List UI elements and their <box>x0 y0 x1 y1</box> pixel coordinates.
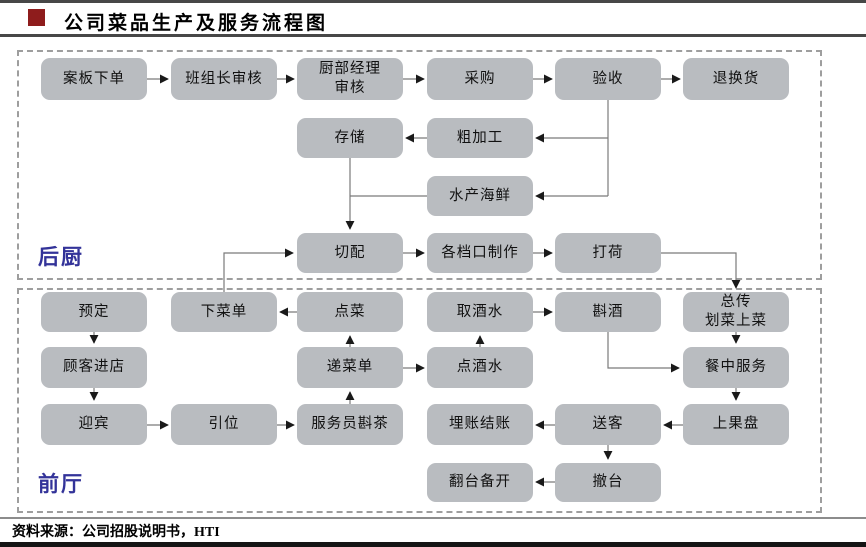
node-yuding: 预定 <box>41 292 147 332</box>
node-yingbin: 迎宾 <box>41 404 147 445</box>
node-qu-jiushui: 取酒水 <box>427 292 533 332</box>
node-caigou: 采购 <box>427 58 533 100</box>
node-di-caidan: 递菜单 <box>297 347 403 388</box>
footer-rule <box>0 517 866 519</box>
node-yinwei: 引位 <box>171 404 277 445</box>
node-cunchu: 存储 <box>297 118 403 158</box>
node-qiepei: 切配 <box>297 233 403 273</box>
node-dian-jiushui: 点酒水 <box>427 347 533 388</box>
node-zongchuan-huacai-shangcai: 总传 划菜上菜 <box>683 292 789 332</box>
back-kitchen-label: 后厨 <box>38 245 84 269</box>
front-hall-label: 前厅 <box>38 472 84 496</box>
node-chubu-jingli-shenhe: 厨部经理 审核 <box>297 58 403 100</box>
node-dahe: 打荷 <box>555 233 661 273</box>
node-tuihuanhuo: 退换货 <box>683 58 789 100</box>
node-gedangkou-zhizuo: 各档口制作 <box>427 233 533 273</box>
node-shuichan-haixian: 水产海鲜 <box>427 176 533 216</box>
node-fantai-beikai: 翻台备开 <box>427 463 533 502</box>
figure-title: 公司菜品生产及服务流程图 <box>64 13 329 34</box>
title-underline-rule <box>0 34 866 37</box>
node-yanshou: 验收 <box>555 58 661 100</box>
node-fuwuyuan-zhencha: 服务员斟茶 <box>297 404 403 445</box>
node-canzhong-fuwu: 餐中服务 <box>683 347 789 388</box>
node-xia-caidan: 下菜单 <box>171 292 277 332</box>
node-guke-jindian: 顾客进店 <box>41 347 147 388</box>
node-diancai: 点菜 <box>297 292 403 332</box>
node-banzuzhang-shenhe: 班组长审核 <box>171 58 277 100</box>
node-cujiagong: 粗加工 <box>427 118 533 158</box>
node-songke: 送客 <box>555 404 661 445</box>
node-shang-guopan: 上果盘 <box>683 404 789 445</box>
source-note: 资料来源：公司招股说明书，HTI <box>12 525 220 540</box>
node-chetai: 撤台 <box>555 463 661 502</box>
bottom-border-rule <box>0 542 866 547</box>
top-border-rule <box>0 0 866 3</box>
node-zhenjiu: 斟酒 <box>555 292 661 332</box>
node-anban-xiadan: 案板下单 <box>41 58 147 100</box>
front-hall-zone <box>17 288 822 513</box>
figure-marker-square <box>28 9 45 26</box>
node-maizhang-jiezhang: 埋账结账 <box>427 404 533 445</box>
back-kitchen-zone <box>17 50 822 280</box>
